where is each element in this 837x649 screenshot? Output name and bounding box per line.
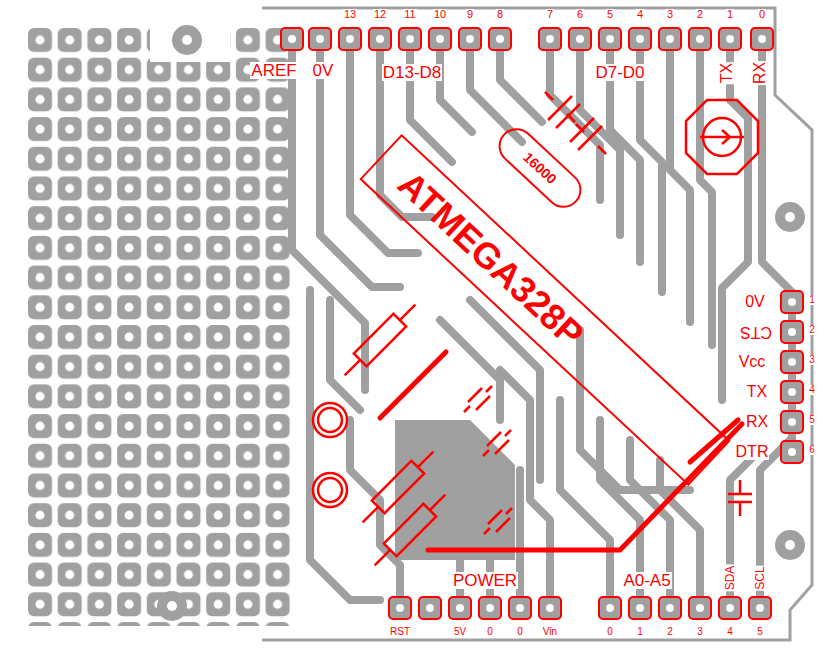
pin-number: 12 (373, 9, 387, 20)
pin-number: 0 (486, 627, 494, 637)
pin-number: 4 (726, 627, 734, 637)
signal-label: Vcc (738, 354, 767, 370)
pin-number: 2 (808, 325, 816, 335)
pin-number: 0 (606, 627, 614, 637)
signal-label: CTS (739, 324, 773, 340)
signal-label: TX (746, 384, 768, 400)
pin-number: 4 (636, 9, 644, 20)
pin-number: 10 (433, 9, 447, 20)
pin-number: 7 (546, 9, 554, 20)
pin-number: 11 (403, 9, 416, 20)
signal-label: RX (745, 414, 769, 430)
pin-number: 0 (516, 627, 524, 637)
pin-number: RST (389, 627, 411, 637)
pin-number: 1 (636, 627, 644, 637)
pin-number: 3 (666, 9, 674, 20)
pin-number: 2 (666, 627, 674, 637)
signal-label: 0V (312, 62, 335, 79)
pin-number: 6 (576, 9, 584, 20)
pin-number: 5 (606, 9, 614, 20)
pin-number: 2 (696, 9, 704, 20)
signal-label: DTR (735, 444, 770, 460)
pin-number: 5 (756, 627, 764, 637)
pin-number: 6 (808, 445, 816, 455)
signal-label: 0V (744, 294, 766, 310)
signal-label: POWER (452, 572, 518, 589)
signal-label: SCL (754, 565, 766, 590)
signal-label: RX (752, 61, 768, 85)
pin-number: 3 (696, 627, 704, 637)
signal-label: SDA (724, 565, 736, 592)
pin-number: 8 (496, 9, 504, 20)
pin-number: 4 (808, 385, 816, 395)
crystal-outline: 16000 (491, 121, 589, 216)
pin-number: 1 (808, 295, 816, 305)
pin-number: 9 (466, 9, 474, 20)
pin-number: 0 (758, 9, 766, 20)
signal-label: D13-D8 (382, 64, 443, 81)
signal-label: D7-D0 (594, 64, 645, 81)
signal-label: AREF (250, 62, 297, 79)
pin-number: 1 (726, 9, 734, 20)
signal-label: A0-A5 (622, 572, 671, 589)
pin-number: 13 (343, 9, 357, 20)
signal-label: TX (719, 62, 735, 84)
pin-number: Vin (542, 627, 558, 637)
pin-number: 5V (453, 627, 467, 637)
pin-number: 3 (808, 355, 816, 365)
pin-number: 5 (808, 415, 816, 425)
crystal-value: 16000 (521, 150, 559, 187)
